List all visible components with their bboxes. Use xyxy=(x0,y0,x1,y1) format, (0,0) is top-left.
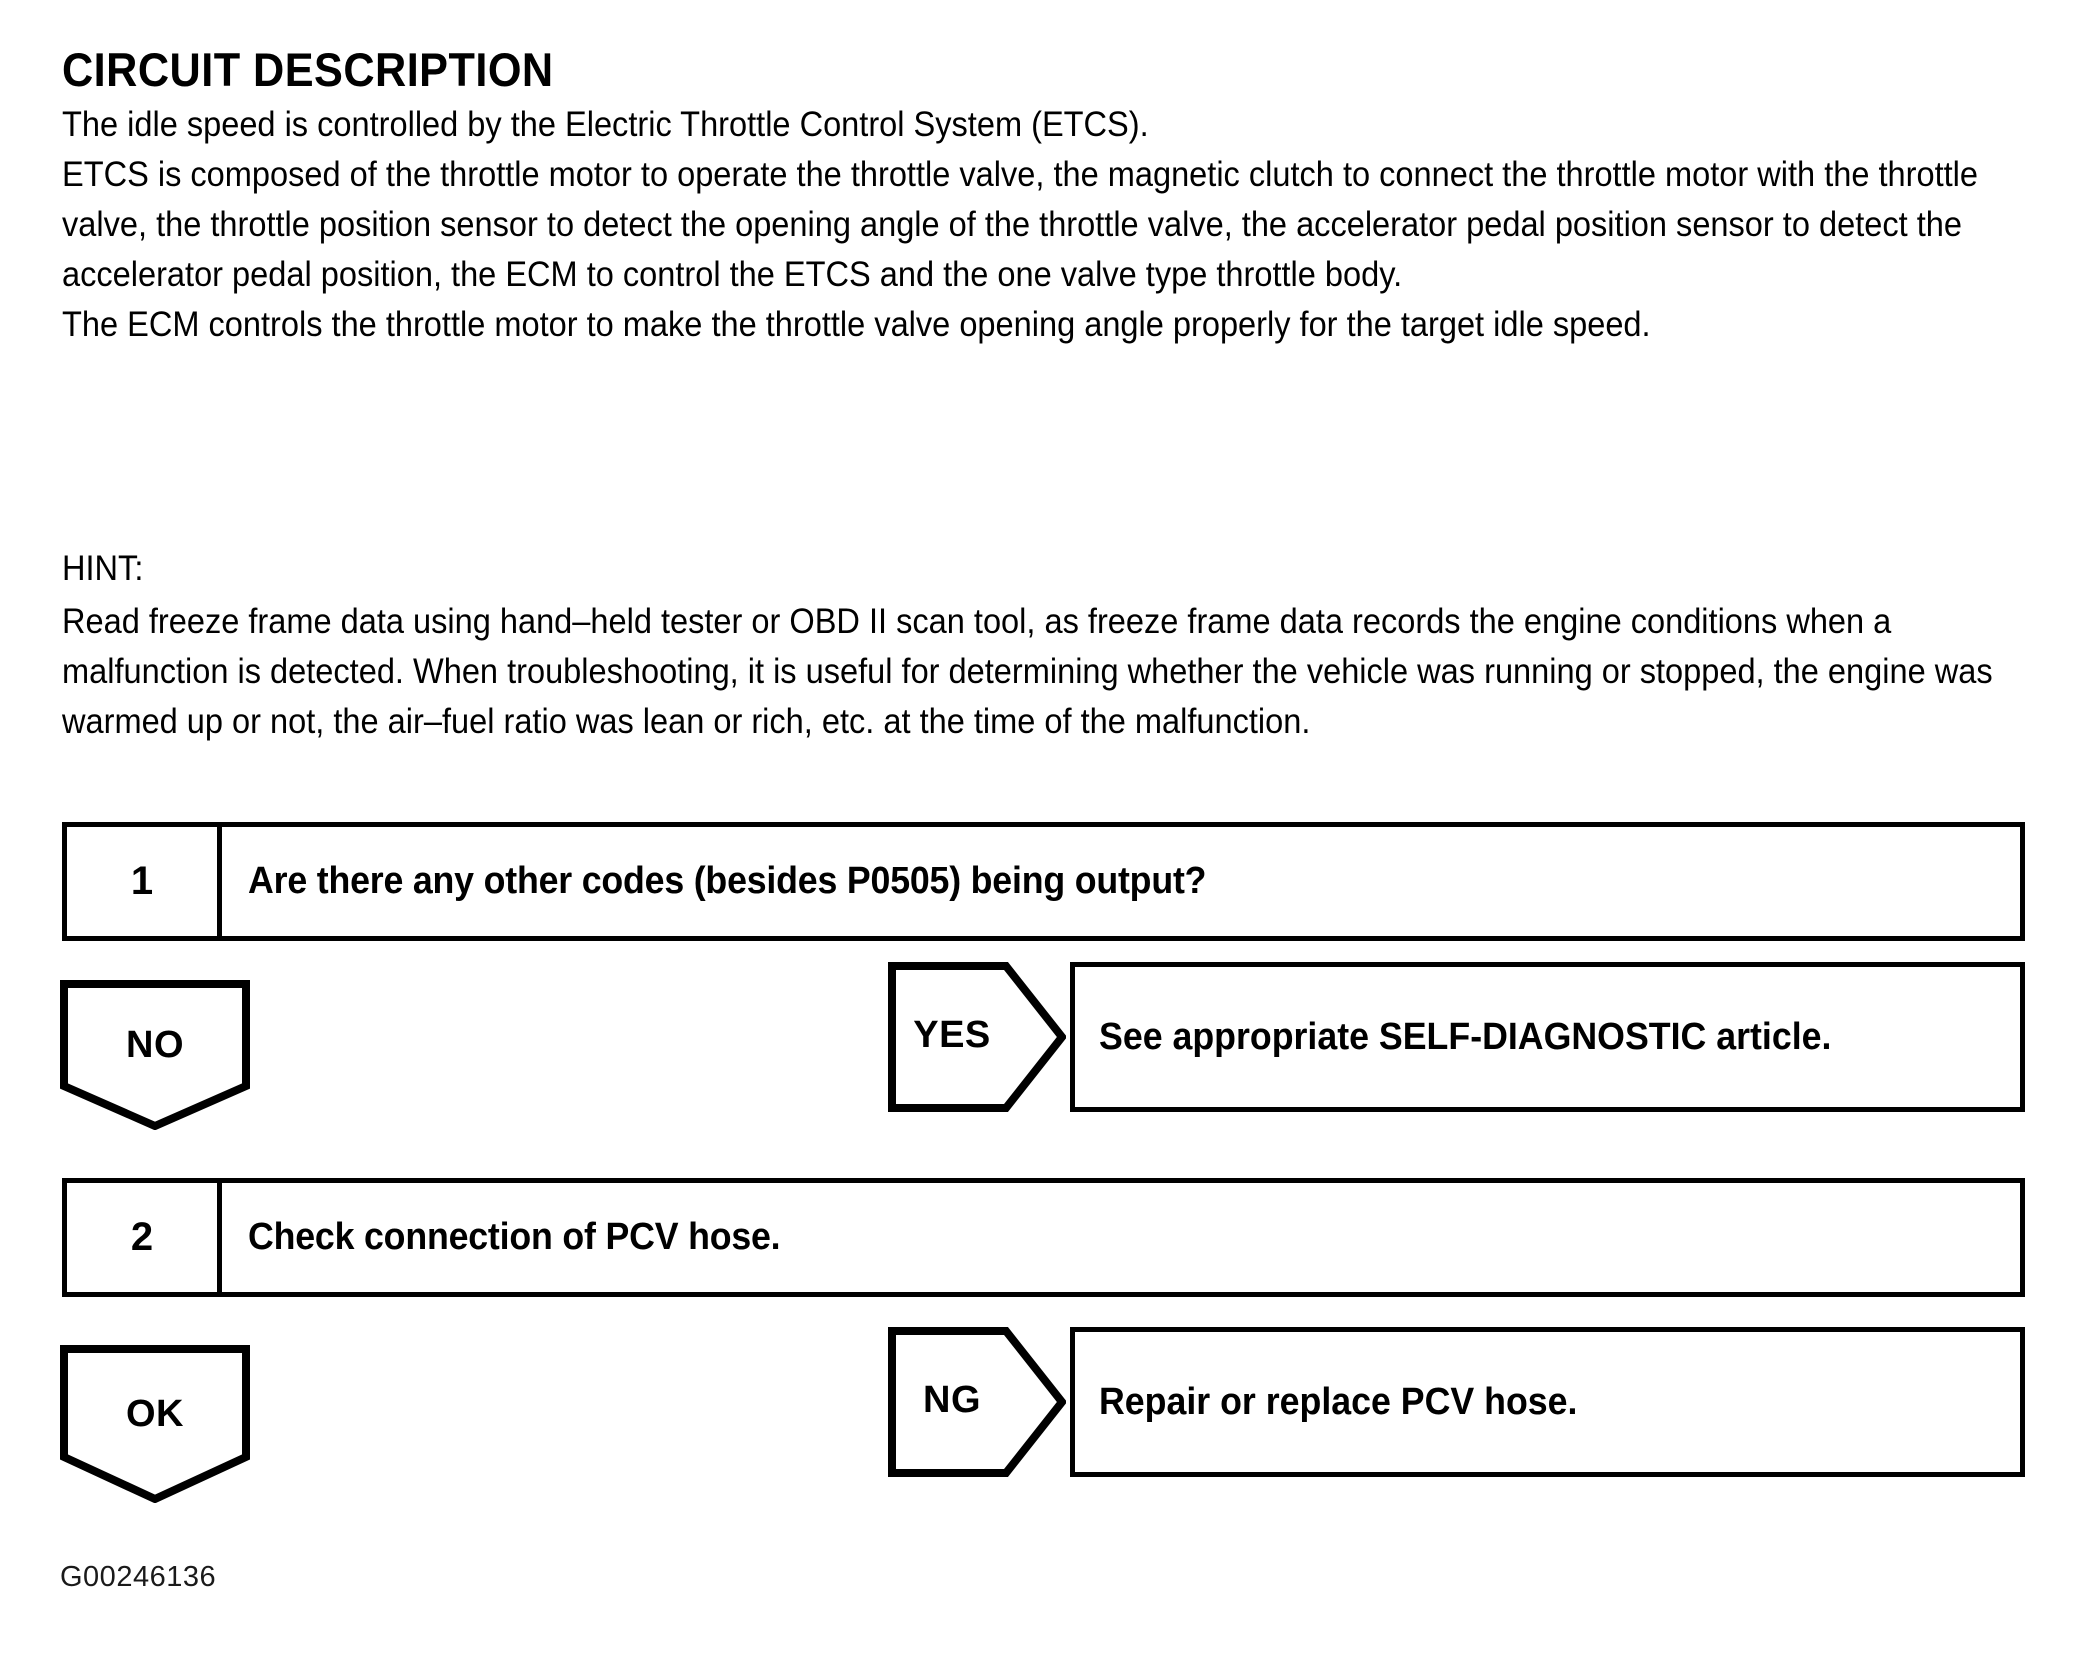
branch-ng-arrow: NG xyxy=(888,1327,1066,1477)
hint-body: Read freeze frame data using hand–held t… xyxy=(62,597,2062,747)
result-box-repair-pcv: Repair or replace PCV hose. xyxy=(1070,1327,2025,1477)
result-self-diagnostic-text: See appropriate SELF-DIAGNOSTIC article. xyxy=(1099,1015,1832,1058)
circuit-description-text: The idle speed is controlled by the Elec… xyxy=(62,100,2062,350)
description-paragraph-1: The idle speed is controlled by the Elec… xyxy=(62,105,1149,144)
description-paragraph-2: ETCS is composed of the throttle motor t… xyxy=(62,155,1979,294)
flowchart-step-1: 1 Are there any other codes (besides P05… xyxy=(62,822,2025,941)
result-repair-pcv-text: Repair or replace PCV hose. xyxy=(1099,1380,1578,1423)
step-1-number: 1 xyxy=(67,827,222,936)
reference-code: G00246136 xyxy=(60,1561,217,1593)
step-1-question: Are there any other codes (besides P0505… xyxy=(248,860,1207,902)
hint-label: HINT: xyxy=(62,549,144,588)
branch-yes-arrow: YES xyxy=(888,962,1066,1112)
step-2-number: 2 xyxy=(67,1183,222,1292)
branch-ok-pentagon: OK xyxy=(60,1345,250,1503)
page-title: CIRCUIT DESCRIPTION xyxy=(62,43,554,96)
branch-no-pentagon: NO xyxy=(60,980,250,1130)
description-paragraph-3: The ECM controls the throttle motor to m… xyxy=(62,305,1651,344)
step-2-question: Check connection of PCV hose. xyxy=(248,1216,781,1258)
result-box-self-diagnostic: See appropriate SELF-DIAGNOSTIC article. xyxy=(1070,962,2025,1112)
flowchart-step-2: 2 Check connection of PCV hose. xyxy=(62,1178,2025,1297)
hint-text: Read freeze frame data using hand–held t… xyxy=(62,602,1993,741)
step-2-question-cell: Check connection of PCV hose. xyxy=(222,1183,2020,1292)
hint-section: HINT: xyxy=(62,544,962,594)
step-1-question-cell: Are there any other codes (besides P0505… xyxy=(222,827,2020,936)
